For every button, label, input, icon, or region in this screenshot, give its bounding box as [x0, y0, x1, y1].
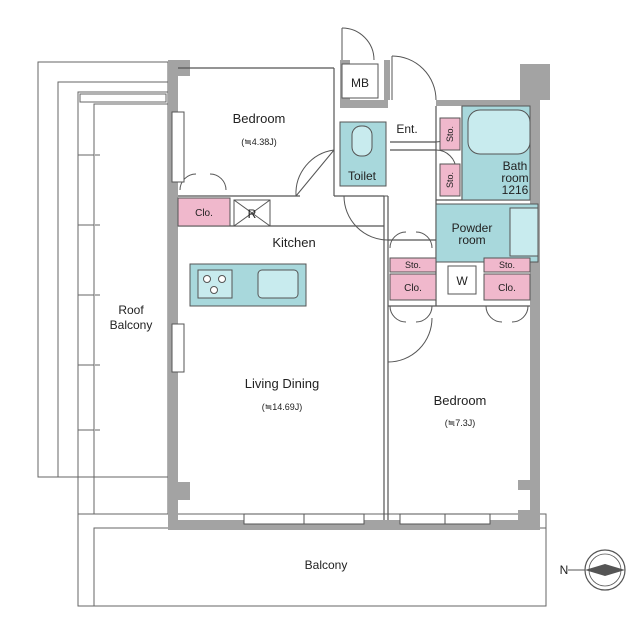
storage-bedroom: [483, 257, 531, 273]
toilet-bowl: [351, 125, 373, 157]
storage-label-2: Sto.: [445, 172, 455, 188]
burner-1: [203, 275, 211, 283]
roof-balcony: [37, 61, 169, 515]
kitchen-label: Kitchen: [272, 235, 315, 250]
powder-room-label-1: Powder: [452, 221, 493, 235]
balcony-label: Balcony: [305, 558, 348, 572]
compass: [568, 549, 626, 591]
burner-3: [210, 286, 218, 294]
storage-bedroom-label: Sto.: [499, 260, 515, 270]
burner-2: [218, 275, 226, 283]
closet-hall: [389, 273, 437, 301]
living-dining-label: Living Dining: [245, 376, 319, 391]
bedroom-north-label: Bedroom: [233, 111, 286, 126]
closet-north-label: Clo.: [195, 208, 213, 219]
entrance-label: Ent.: [396, 122, 417, 136]
closet-bedroom-south: [483, 273, 531, 301]
storage-entrance-1: [439, 117, 461, 151]
closet-bedroom-south-label: Clo.: [498, 283, 516, 294]
bedroom-south-area: (≒7.3J): [445, 418, 476, 428]
storage-label-1: Sto.: [445, 126, 455, 142]
closet-hall-label: Clo.: [404, 283, 422, 294]
bathroom-label-1: Bath: [503, 159, 528, 173]
storage-hall-label: Sto.: [405, 260, 421, 270]
closets: [177, 117, 531, 301]
interior-walls: [178, 67, 530, 520]
storage-entrance-2: [439, 163, 461, 197]
bathroom-label-3: 1216: [502, 183, 529, 197]
bathroom-label-2: room: [501, 171, 528, 185]
washer-space: [447, 265, 477, 295]
bedroom-south-label: Bedroom: [434, 393, 487, 408]
living-dining-area: (≒14.69J): [262, 402, 303, 412]
vanity: [509, 207, 539, 257]
sink: [257, 269, 299, 299]
powder-room-label-2: room: [458, 233, 485, 247]
storage-hall: [389, 257, 437, 273]
roof-balcony-label-2: Balcony: [110, 318, 153, 332]
roof-balcony-label-1: Roof: [118, 303, 144, 317]
fixtures: [233, 63, 477, 295]
toilet-label: Toilet: [348, 169, 377, 183]
closet-bedroom-north: [177, 197, 231, 227]
bathtub: [467, 109, 531, 155]
wet-areas: [189, 105, 539, 307]
bedroom-north-area: (≒4.38J): [241, 137, 277, 147]
compass-north-label: N: [560, 563, 569, 577]
washer-label: W: [456, 274, 468, 288]
mb-box: [341, 63, 379, 99]
mb-label: MB: [351, 76, 369, 90]
fridge-label: R: [248, 207, 257, 221]
windows: [171, 111, 491, 525]
